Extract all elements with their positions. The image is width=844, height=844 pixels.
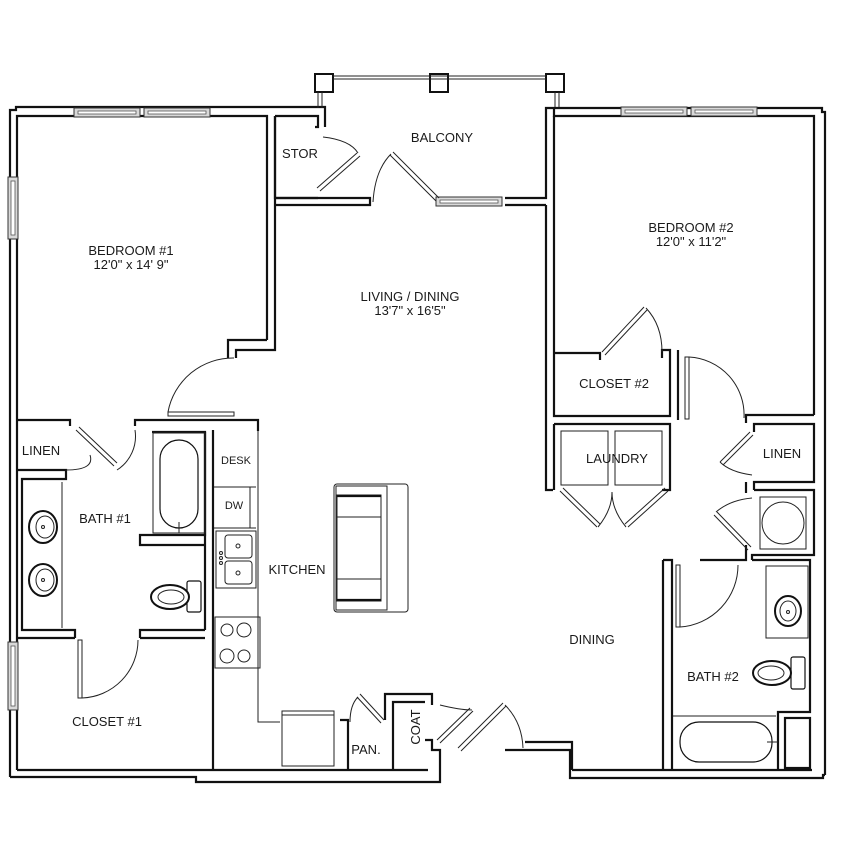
room-name-dining: DINING — [569, 632, 615, 647]
room-name-bedroom-2: BEDROOM #2 — [648, 220, 734, 235]
room-name-bath-1: BATH #1 — [79, 511, 131, 526]
room-name-kitchen: KITCHEN — [268, 562, 326, 577]
room-dims-bedroom-2: 12'0" x 11'2" — [655, 234, 727, 249]
label-desk: DESK — [221, 455, 251, 467]
room-name-coat: COAT — [408, 709, 423, 745]
windows — [7, 106, 758, 711]
fixtures — [28, 430, 812, 770]
room-name-linen-2: LINEN — [762, 446, 802, 461]
room-name-laundry: LAUNDRY — [586, 451, 648, 466]
label-dw: DW — [224, 500, 244, 512]
room-name-bath-2: BATH #2 — [687, 669, 739, 684]
room-name-bedroom-1: BEDROOM #1 — [88, 243, 174, 258]
room-name-balcony: BALCONY — [410, 130, 474, 145]
room-dims-bedroom-1: 12'0" x 14' 9" — [93, 257, 169, 272]
interior-walls — [17, 348, 816, 770]
room-name-pantry: PAN. — [351, 742, 381, 757]
room-name-stor: STOR — [282, 146, 318, 161]
doors — [65, 136, 754, 752]
room-dims-living-dining: 13'7" x 16'5" — [374, 303, 446, 318]
room-name-closet-2: CLOSET #2 — [579, 376, 649, 391]
room-name-closet-1: CLOSET #1 — [72, 714, 142, 729]
room-name-living-dining: LIVING / DINING — [360, 289, 460, 304]
room-name-linen-1: LINEN — [21, 443, 61, 458]
